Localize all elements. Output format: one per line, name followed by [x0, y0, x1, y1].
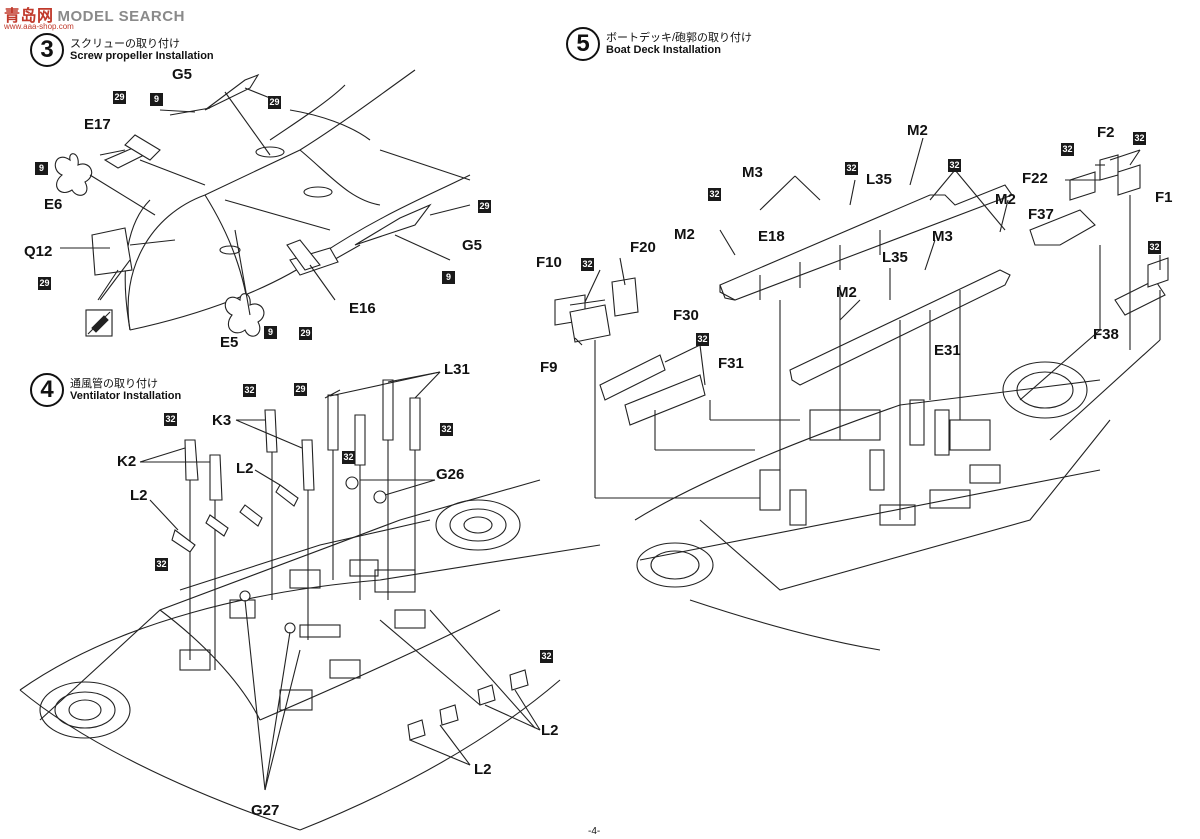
part-label-f2: F2 [1097, 124, 1115, 141]
part-label-l35: L35 [866, 171, 892, 188]
part-label-m3: M3 [932, 228, 953, 245]
step4-leader-lines [139, 371, 541, 766]
color-badge-29: 29 [478, 200, 491, 213]
part-label-f10: F10 [536, 254, 562, 271]
color-badge-32: 32 [581, 258, 594, 271]
color-badge-32: 32 [845, 162, 858, 175]
color-badge-9: 9 [442, 271, 455, 284]
part-label-e5: E5 [220, 334, 239, 351]
propeller-shaft-parts [54, 73, 432, 337]
color-badge-32: 32 [243, 384, 256, 397]
color-badge-32: 32 [1148, 241, 1161, 254]
part-label-g27: G27 [251, 802, 280, 819]
part-label-e6: E6 [44, 196, 63, 213]
color-badge-29: 29 [38, 277, 51, 290]
color-badge-32: 32 [948, 159, 961, 172]
part-label-l2: L2 [236, 460, 254, 477]
part-label-f9: F9 [540, 359, 558, 376]
color-badge-32: 32 [1133, 132, 1146, 145]
part-label-g26: G26 [436, 466, 465, 483]
step-title-en: Screw propeller Installation [70, 50, 214, 62]
step-title-jp: 通風管の取り付け [70, 378, 158, 390]
boat-deck-drawing [634, 361, 1111, 651]
part-label-f31: F31 [718, 355, 744, 372]
color-badge-29: 29 [113, 91, 126, 104]
step-number: 5 [566, 27, 600, 61]
color-badge-29: 29 [268, 96, 281, 109]
part-label-e18: E18 [758, 228, 785, 245]
color-badge-32: 32 [1061, 143, 1074, 156]
part-label-m3: M3 [742, 164, 763, 181]
boat-deck-parts [554, 154, 1169, 520]
ventilator-parts [171, 379, 529, 791]
color-badge-32: 32 [164, 413, 177, 426]
part-label-l35: L35 [882, 249, 908, 266]
part-label-f20: F20 [630, 239, 656, 256]
part-label-k3: K3 [212, 412, 232, 429]
page-number: -4- [588, 826, 601, 837]
watermark-cn: 青岛网 [4, 8, 54, 25]
part-label-m2: M2 [836, 284, 857, 301]
part-label-f30: F30 [673, 307, 699, 324]
part-label-e31: E31 [934, 342, 961, 359]
part-label-m2: M2 [674, 226, 695, 243]
part-label-l2: L2 [541, 722, 559, 739]
color-badge-9: 9 [150, 93, 163, 106]
part-label-f37: F37 [1028, 206, 1054, 223]
forward-deck-drawing [19, 479, 601, 831]
step-number: 3 [30, 33, 64, 67]
watermark-url: www.aaa-shop.com [4, 22, 74, 31]
color-badge-29: 29 [294, 383, 307, 396]
part-label-f1: F1 [1155, 189, 1173, 206]
color-badge-32: 32 [708, 188, 721, 201]
stern-hull-drawing [124, 69, 471, 331]
part-label-e17: E17 [84, 116, 111, 133]
part-label-k2: K2 [117, 453, 137, 470]
part-label-q12: Q12 [24, 243, 53, 260]
part-label-f22: F22 [1022, 170, 1048, 187]
step-title-en: Ventilator Installation [70, 390, 182, 402]
step-number: 4 [30, 373, 64, 407]
part-label-e16: E16 [349, 300, 376, 317]
part-label-m2: M2 [995, 191, 1016, 208]
no-glue-icon [85, 309, 113, 337]
watermark-text: MODEL SEARCH [57, 8, 185, 25]
color-badge-32: 32 [440, 423, 453, 436]
step-title-jp: ボートデッキ/砲郭の取り付け [606, 32, 753, 44]
part-label-g5: G5 [172, 66, 193, 83]
step-title-jp: スクリューの取り付け [70, 38, 180, 50]
part-label-l31: L31 [444, 361, 470, 378]
part-label-f38: F38 [1093, 326, 1119, 343]
step3-leader-lines [60, 87, 471, 316]
color-badge-29: 29 [299, 327, 312, 340]
color-badge-32: 32 [342, 451, 355, 464]
color-badge-32: 32 [540, 650, 553, 663]
color-badge-32: 32 [696, 333, 709, 346]
step5-leader-lines [569, 137, 1161, 386]
step-title-en: Boat Deck Installation [606, 44, 721, 56]
color-badge-9: 9 [264, 326, 277, 339]
part-label-g5: G5 [462, 237, 483, 254]
color-badge-32: 32 [155, 558, 168, 571]
part-label-l2: L2 [130, 487, 148, 504]
part-label-m2: M2 [907, 122, 928, 139]
color-badge-9: 9 [35, 162, 48, 175]
part-label-l2: L2 [474, 761, 492, 778]
